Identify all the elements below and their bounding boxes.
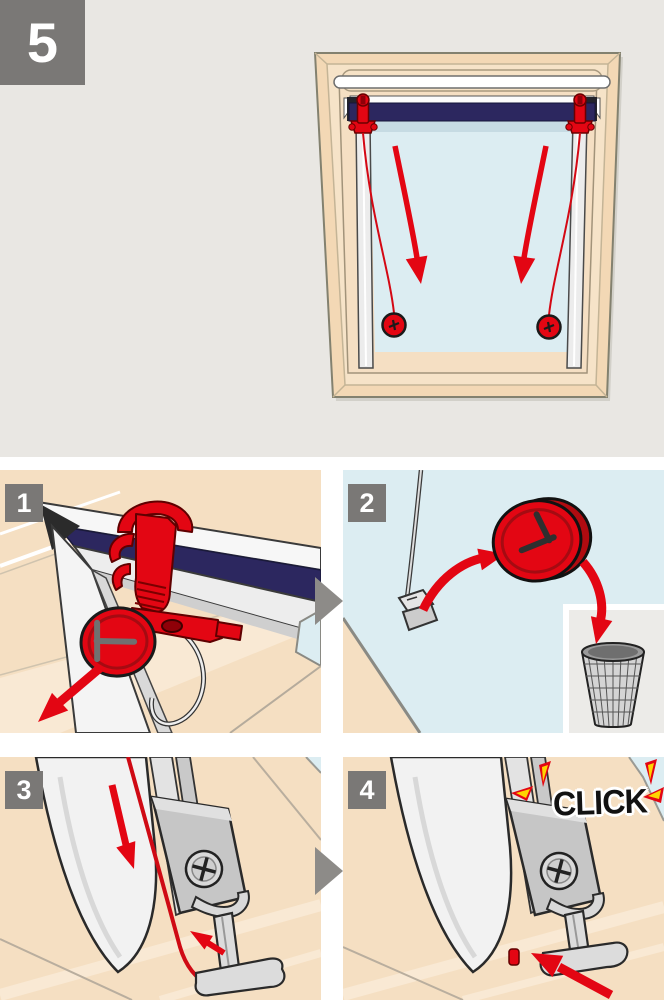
hook-arrow-icon: [190, 931, 226, 956]
wall-corner: [343, 617, 422, 733]
glass-sliver: [629, 757, 664, 821]
panel-2-illustration: [343, 470, 664, 733]
cord-remnant: [508, 948, 520, 966]
panel-4-illustration: [343, 757, 664, 1000]
phillips-screw-icon: [184, 849, 224, 889]
cord-left: [362, 132, 407, 338]
cord-loop: [148, 617, 207, 727]
pull-down-arrow-right-icon: [513, 145, 549, 284]
click-label: CLICK: [552, 782, 648, 824]
cord-cleat: [194, 911, 286, 997]
removed-knob-disc: [491, 497, 593, 583]
transition-arrow-right-icon: [315, 577, 343, 625]
wall-paneling-lines: [0, 757, 321, 1000]
window-glass: [370, 121, 574, 352]
transport-clip-closeup: [108, 500, 243, 643]
panel-4-number: 4: [359, 774, 375, 805]
panel-1-number-badge: 1: [5, 484, 43, 522]
panel-1-illustration: [0, 470, 321, 733]
roof-window-illustration: [313, 52, 623, 401]
remove-arrow-icon: [38, 664, 103, 722]
panel-4-number-badge: 4: [348, 771, 386, 809]
cord-clip: [397, 588, 435, 615]
panel-2-number-badge: 2: [348, 484, 386, 522]
rail-end-cap: [34, 757, 158, 974]
panel-3-number-badge: 3: [5, 771, 43, 809]
instruction-panel-2: 2: [343, 470, 664, 733]
panel-2-number: 2: [359, 487, 375, 518]
bottom-bracket: [150, 795, 250, 919]
pull-down-arrow-left-icon: [392, 145, 428, 284]
glass-sliver: [294, 608, 321, 668]
instruction-panel-3: 3: [0, 757, 321, 1000]
cord-right: [536, 132, 581, 340]
instruction-panel-4: 4: [343, 757, 664, 1000]
panel-3-number: 3: [16, 774, 32, 805]
phillips-screw-icon: [539, 851, 579, 891]
transport-clip-left: [348, 93, 378, 134]
rail-end-cap: [389, 757, 513, 974]
wastebasket-icon: [581, 642, 645, 728]
discard-arrow-icon: [579, 559, 613, 644]
transition-arrow-right-icon: [315, 847, 343, 895]
ventilation-bar: [333, 69, 611, 92]
transport-clip-right: [565, 93, 595, 134]
main-illustration-section: 5: [0, 0, 664, 457]
blind-top-bar: [343, 95, 601, 122]
instruction-panel-1: 1: [0, 470, 321, 733]
step-number-badge: 5: [0, 0, 85, 85]
click-spark-icons: [511, 759, 664, 803]
panel-1-number: 1: [16, 487, 32, 518]
bracket-hook: [190, 889, 250, 919]
cord-end: [397, 470, 439, 632]
click-arrow-icon: [531, 953, 614, 999]
guide-cord-arrow-icon: [108, 784, 136, 869]
step-number: 5: [26, 10, 59, 74]
cord-knob-closeup: [79, 606, 157, 678]
wastebasket-inset: [563, 604, 664, 733]
panel-3-illustration: [0, 757, 321, 1000]
